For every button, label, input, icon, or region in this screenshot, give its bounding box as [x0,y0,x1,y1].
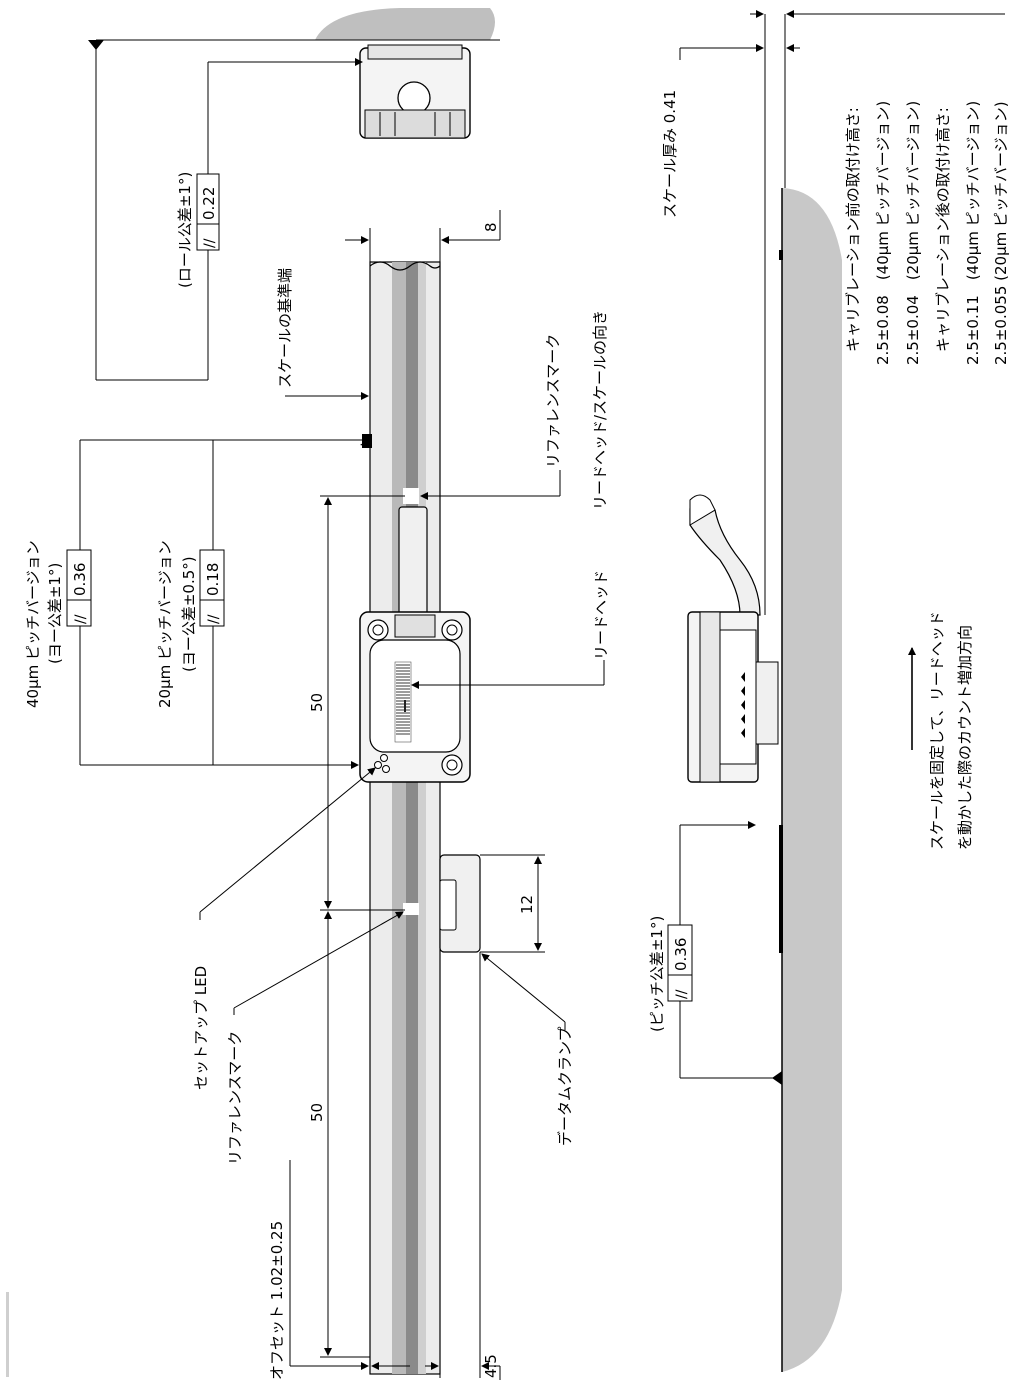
offset-label: オフセット 1.02±0.25 [268,1221,286,1380]
dim-12-lines [480,854,545,953]
mount-after-20: 2.5±0.055 (20μm ピッチバージョン) [992,101,1010,365]
setup-led-label: セットアップ LED [192,966,210,1090]
yaw40-tolerance-frame [66,549,92,627]
reference-mark-top-label: リファレンスマーク [544,334,562,468]
roll-datum-triangle [88,40,104,50]
pitch-datum-triangle [772,1071,782,1085]
page-edge-bar [6,1292,9,1377]
readhead-leader [411,660,605,689]
pitch-tolerance-frame [667,924,693,1002]
pitch-tolerance-label: (ピッチ公差±1°) [648,916,666,1032]
scale-thickness-label: スケール厚み 0.41 [661,90,679,218]
substrate [782,188,842,1372]
motion-direction-line1: スケールを固定して、リードヘッド [928,611,946,850]
yaw-datum-triangle [360,434,372,448]
yaw20-parallel-symbol: // [206,614,222,624]
readhead-grating [396,664,410,735]
scale-reference-end-label: スケールの基準端 [276,268,294,388]
scale-body [369,261,441,1375]
datum-clamp-leader [481,953,566,1030]
pitch20-version-label: 20μm ピッチバージョン [156,540,174,708]
mount-after-title: キャリブレーション後の取付け高さ: [934,107,952,352]
scale-tape-middle [779,825,783,953]
roll-tolerance-label: (ロール公差±1°) [176,172,194,288]
roll-parallel-symbol: // [202,238,218,248]
roll-tolerance-frame [196,173,220,251]
setup-led-leader [199,767,376,920]
dim-50-top: 50 [308,693,326,712]
ref-mark-bottom-leader [233,911,404,1015]
yaw20-tolerance-label: (ヨー公差±0.5°) [180,556,198,672]
side-dim-lines [679,10,1005,615]
yaw20-tolerance-frame [199,549,225,627]
roll-tolerance-value: 0.22 [200,187,218,220]
side-readhead [687,494,779,783]
readhead-body [359,611,471,783]
reference-mark-bottom [403,903,419,915]
pitch-frame-lines [679,821,775,1079]
yaw40-tolerance-label: (ヨー公差±1°) [46,563,64,664]
mount-after-40: 2.5±0.11 (40μm ピッチバージョン) [964,101,982,365]
yaw20-tolerance-value: 0.18 [204,563,222,596]
yaw40-parallel-symbol: // [73,614,89,624]
scale-tape-top [779,250,783,260]
setup-led-icon [374,754,390,773]
readhead-cable [398,506,428,620]
dim-12: 12 [518,895,536,914]
readhead-end-view [315,8,495,139]
datum-clamp-label: データムクランプ [556,1026,574,1146]
dim-8-lines [345,210,501,262]
ref-mark-top-leader [420,470,561,500]
orientation-label: リードヘッド/スケールの向き [591,310,609,510]
yaw-frame-lines [79,439,370,769]
yaw40-tolerance-value: 0.36 [71,563,89,596]
mount-before-title: キャリブレーション前の取付け高さ: [844,107,862,352]
reference-mark-top [403,488,419,504]
motion-direction-line2: を動かした際のカウント増加方向 [956,625,974,850]
readhead-label: リードヘッド [592,570,610,660]
pitch-tolerance-value: 0.36 [672,938,690,971]
pitch-parallel-symbol: // [674,989,690,999]
dim-50-bottom: 50 [308,1103,326,1122]
datum-clamp [439,854,481,953]
dim-8: 8 [482,222,500,232]
offset-lines [289,952,501,1380]
mount-before-40: 2.5±0.08 (40μm ピッチバージョン) [874,101,892,365]
mount-before-20: 2.5±0.04 (20μm ピッチバージョン) [904,101,922,365]
pitch40-version-label: 40μm ピッチバージョン [24,540,42,708]
reference-mark-bottom-label: リファレンスマーク [226,1031,244,1165]
dim-4-5: 4.5 [482,1354,500,1378]
dim-50-lines [320,495,405,1358]
